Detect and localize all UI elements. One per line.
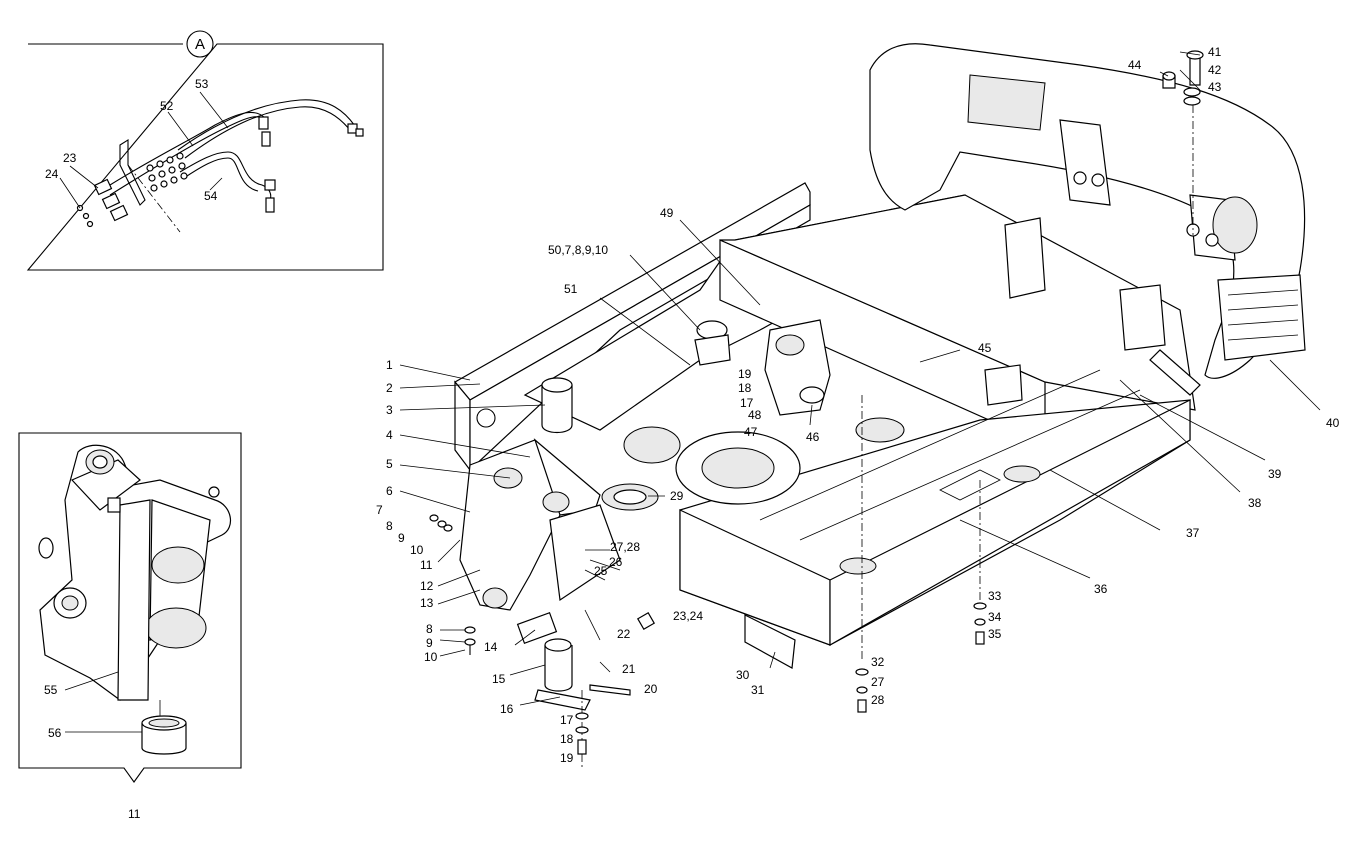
callout-40: 40 [1326, 416, 1340, 430]
callout-55: 55 [44, 683, 58, 697]
callout-19a: 19 [560, 751, 574, 765]
callout-45: 45 [978, 341, 992, 355]
callout-23-24: 23,24 [673, 609, 703, 623]
callout-22: 22 [617, 627, 631, 641]
detail-11-inset [18, 432, 242, 783]
callout-1: 1 [386, 358, 393, 372]
callout-52: 52 [160, 99, 174, 113]
callout-29: 29 [670, 489, 684, 503]
callout-19b: 19 [738, 367, 752, 381]
callout-6: 6 [386, 484, 393, 498]
callout-41: 41 [1208, 45, 1222, 59]
detail-11-label: 11 [128, 807, 141, 821]
callout-30: 30 [736, 668, 750, 682]
callout-8b: 8 [426, 622, 433, 636]
callout-54: 54 [204, 189, 218, 203]
callout-9a: 9 [398, 531, 405, 545]
callout-56: 56 [48, 726, 62, 740]
detail-a-fittings [146, 152, 188, 192]
callout-14: 14 [484, 640, 498, 654]
callout-7: 7 [376, 503, 383, 517]
detail-a-marker-circle [186, 30, 214, 58]
pin-15 [534, 638, 591, 711]
callout-21: 21 [622, 662, 636, 676]
callout-47: 47 [744, 425, 758, 439]
callout-17b: 17 [740, 396, 754, 410]
callout-53: 53 [195, 77, 209, 91]
callout-49: 49 [660, 206, 674, 220]
callout-10a: 10 [410, 543, 424, 557]
callout-20: 20 [644, 682, 658, 696]
callout-27-28: 27,28 [610, 540, 640, 554]
callout-32: 32 [871, 655, 885, 669]
callout-17a: 17 [560, 713, 574, 727]
callout-35: 35 [988, 627, 1002, 641]
detail-a-inset: A [26, 30, 384, 271]
main-upper-frame [429, 43, 1306, 770]
callout-5: 5 [386, 457, 393, 471]
cylinder-3 [541, 377, 573, 434]
callout-25: 25 [594, 564, 608, 578]
counterweight-40 [869, 43, 1306, 379]
callout-9b: 9 [426, 636, 433, 650]
callout-12: 12 [420, 579, 434, 593]
callout-36: 36 [1094, 582, 1108, 596]
callout-16: 16 [500, 702, 514, 716]
callout-33: 33 [988, 589, 1002, 603]
callout-4: 4 [386, 428, 393, 442]
callout-8a: 8 [386, 519, 393, 533]
callout-28: 28 [871, 693, 885, 707]
callout-51: 51 [564, 282, 578, 296]
callout-18a: 18 [560, 732, 574, 746]
callout-27: 27 [871, 675, 885, 689]
callout-13: 13 [420, 596, 434, 610]
bushing-56 [141, 715, 187, 755]
callout-39: 39 [1268, 467, 1282, 481]
callout-26: 26 [609, 555, 623, 569]
callout-48: 48 [748, 408, 762, 422]
callout-24a: 24 [45, 167, 59, 181]
callout-43: 43 [1208, 80, 1222, 94]
callout-10b: 10 [424, 650, 438, 664]
callout-42: 42 [1208, 63, 1222, 77]
callout-labels: 5352232454555612345678910111213891014151… [44, 45, 1340, 821]
leader-lines [399, 51, 1321, 706]
callout-18b: 18 [738, 381, 752, 395]
detail-a-marker: A [195, 36, 205, 53]
callout-23a: 23 [63, 151, 77, 165]
callout-2: 2 [386, 381, 393, 395]
callout-15: 15 [492, 672, 506, 686]
callout-31: 31 [751, 683, 765, 697]
callout-11: 11 [420, 558, 433, 572]
callout-37: 37 [1186, 526, 1200, 540]
callout-3: 3 [386, 403, 393, 417]
callout-44: 44 [1128, 58, 1142, 72]
callout-50: 50,7,8,9,10 [548, 243, 608, 257]
frame-a-marker-circle [476, 408, 496, 428]
callout-46: 46 [806, 430, 820, 444]
callout-34: 34 [988, 610, 1002, 624]
callout-38: 38 [1248, 496, 1262, 510]
